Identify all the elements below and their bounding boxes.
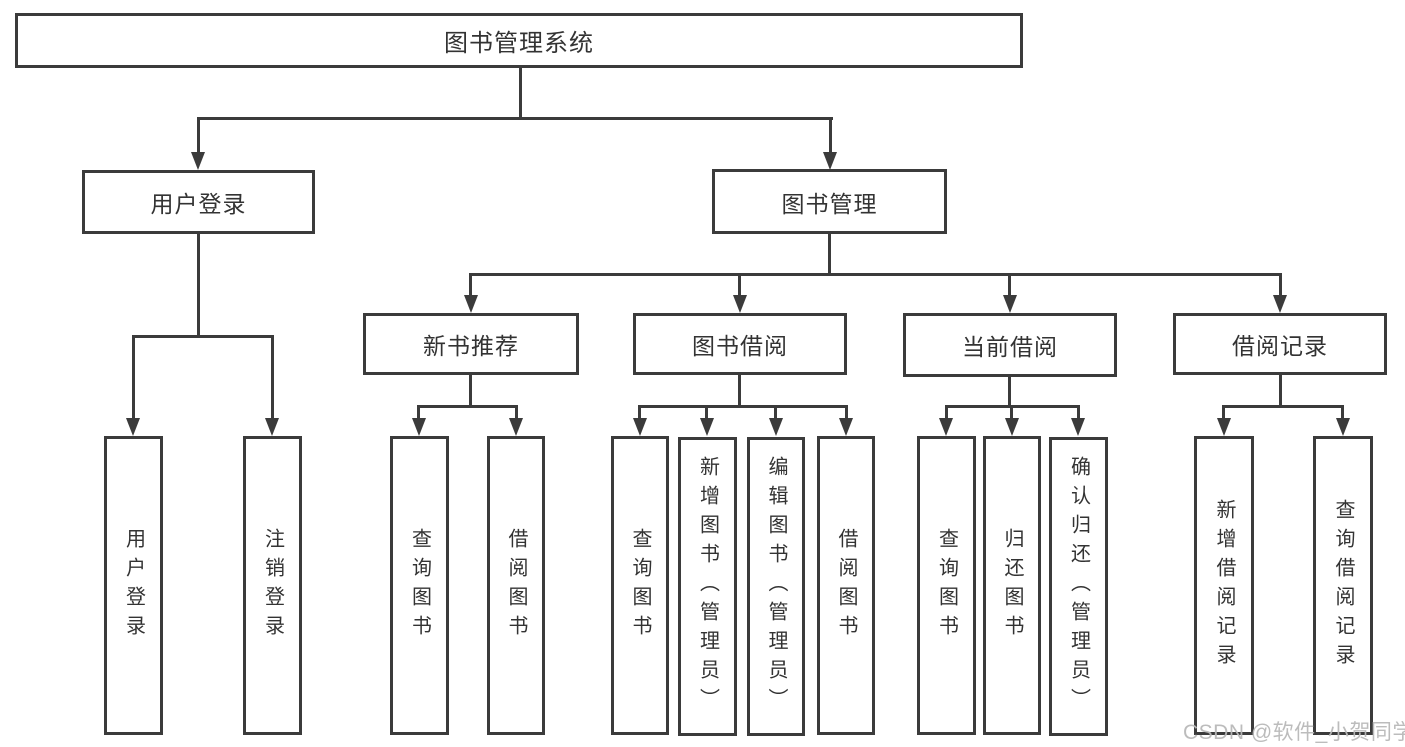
leaf-query-books-2-label: 查询图书 [629,527,651,644]
connector-line [829,117,832,154]
node-root-label: 图书管理系统 [444,30,594,57]
connector-line [774,405,777,420]
arrowhead-down [733,295,747,313]
connector-line [469,375,472,408]
arrowhead-down [1273,295,1287,313]
arrowhead-down [1336,418,1350,436]
connector-line [738,375,741,408]
connector-line [738,273,741,299]
connector-line [1010,405,1013,420]
node-borrowing-records-label: 借阅记录 [1232,333,1328,359]
connector-line [271,335,274,420]
connector-line [197,117,833,120]
leaf-borrow-books-2-label: 借阅图书 [835,527,857,644]
connector-line [1008,273,1011,299]
node-user-login-label: 用户登录 [150,191,247,217]
csdn-watermark: CSDN @软件_小贺同学 [1183,721,1405,744]
connector-line [638,405,848,408]
leaf-add-book-admin: 新增图书（管理员） [678,437,737,736]
arrowhead-down [191,152,205,170]
connector-line [705,405,708,420]
arrowhead-down [126,418,140,436]
leaf-add-borrow-record-label: 新增借阅记录 [1213,498,1235,673]
leaf-query-borrow-record: 查询借阅记录 [1313,436,1373,735]
connector-line [132,335,274,338]
connector-line [515,405,518,420]
leaf-return-books-label: 归还图书 [1001,527,1023,644]
connector-line [1341,405,1344,420]
arrowhead-down [412,418,426,436]
node-root: 图书管理系统 [15,13,1023,68]
arrowhead-down [1217,418,1231,436]
arrowhead-down [839,418,853,436]
node-borrowing-records: 借阅记录 [1173,313,1387,375]
connector-line [1279,375,1282,408]
arrowhead-down [700,418,714,436]
connector-line [132,335,135,420]
leaf-query-books-2: 查询图书 [611,436,669,735]
node-book-borrowing-label: 图书借阅 [692,333,788,359]
connector-line [197,117,200,154]
arrowhead-down [823,152,837,170]
connector-line [1222,405,1225,420]
arrowhead-down [509,418,523,436]
leaf-user-login: 用户登录 [104,436,163,735]
leaf-edit-book-admin: 编辑图书（管理员） [747,437,805,736]
connector-line [519,68,522,120]
node-book-borrowing: 图书借阅 [633,313,847,375]
leaf-query-borrow-record-label: 查询借阅记录 [1332,498,1354,673]
connector-line [1279,273,1282,299]
arrowhead-down [939,418,953,436]
node-new-book-recommend: 新书推荐 [363,313,579,375]
arrowhead-down [633,418,647,436]
leaf-logout-label: 注销登录 [261,527,284,644]
leaf-borrow-books-2: 借阅图书 [817,436,875,735]
arrowhead-down [265,418,279,436]
leaf-query-books-1-label: 查询图书 [408,527,431,644]
leaf-borrow-books-1: 借阅图书 [487,436,545,735]
arrowhead-down [1071,418,1085,436]
connector-line [469,273,1282,276]
leaf-user-login-label: 用户登录 [122,527,145,644]
arrowhead-down [1003,295,1017,313]
node-user-login: 用户登录 [82,170,315,234]
connector-line [417,405,518,408]
leaf-query-books-3: 查询图书 [917,436,976,735]
node-current-borrowing: 当前借阅 [903,313,1117,377]
leaf-query-books-3-label: 查询图书 [935,527,958,644]
connector-line [828,234,831,276]
connector-line [1077,405,1080,420]
leaf-edit-book-admin-label: 编辑图书（管理员） [765,456,787,717]
arrowhead-down [464,295,478,313]
connector-line [945,405,948,420]
leaf-add-book-admin-label: 新增图书（管理员） [696,456,719,717]
connector-line [1008,377,1011,408]
connector-line [469,273,472,299]
leaf-add-borrow-record: 新增借阅记录 [1194,436,1254,735]
connector-line [417,405,420,420]
connector-line [197,234,200,338]
leaf-query-books-1: 查询图书 [390,436,449,735]
leaf-return-books: 归还图书 [983,436,1041,735]
leaf-confirm-return-admin-label: 确认归还（管理员） [1067,456,1090,717]
connector-line [638,405,641,420]
node-book-management: 图书管理 [712,169,947,234]
arrowhead-down [769,418,783,436]
leaf-confirm-return-admin: 确认归还（管理员） [1049,437,1108,736]
leaf-logout: 注销登录 [243,436,302,735]
connector-line [845,405,848,420]
connector-line [1222,405,1344,408]
arrowhead-down [1005,418,1019,436]
node-current-borrowing-label: 当前借阅 [962,334,1058,360]
leaf-borrow-books-1-label: 借阅图书 [505,527,527,644]
node-new-book-recommend-label: 新书推荐 [423,333,519,359]
node-book-management-label: 图书管理 [781,190,878,217]
